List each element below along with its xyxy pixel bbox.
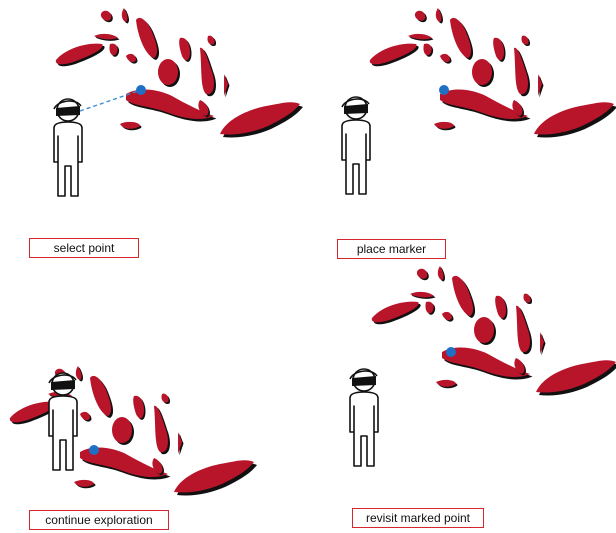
marker-point-icon bbox=[89, 445, 99, 455]
marker-point-icon bbox=[439, 85, 449, 95]
label-continue-exploration: continue exploration bbox=[29, 510, 169, 530]
panel-place-marker bbox=[342, 8, 616, 194]
marker-point-icon bbox=[446, 347, 456, 357]
label-select-point: select point bbox=[29, 238, 139, 258]
marker-point-icon bbox=[136, 85, 146, 95]
label-revisit-marked-point: revisit marked point bbox=[352, 508, 484, 528]
person-headset-icon bbox=[54, 99, 82, 196]
person-headset-icon bbox=[49, 373, 77, 470]
label-place-marker: place marker bbox=[337, 239, 446, 259]
panel-continue-exploration bbox=[10, 366, 257, 496]
panel-revisit-marked-point bbox=[350, 266, 616, 466]
panel-select-point bbox=[54, 8, 303, 196]
person-headset-icon bbox=[342, 97, 370, 194]
person-headset-icon bbox=[350, 369, 378, 466]
